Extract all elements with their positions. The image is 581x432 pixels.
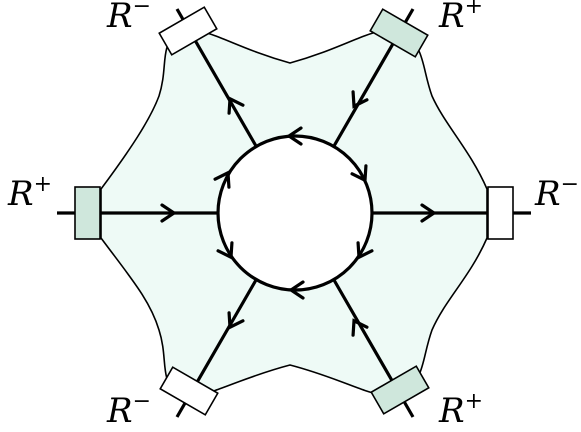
end-boxes [74,6,514,416]
label-bottom-right: R+ [438,389,483,431]
box-bottom-right-plus [370,365,430,415]
box-top-left-minus [158,6,218,56]
label-bottom-left: R− [106,389,151,431]
box-left-plus [74,186,101,240]
label-right: R− [534,172,579,214]
label-top-right: R+ [438,0,483,36]
label-top-left: R− [106,0,151,36]
box-right-minus [487,186,514,240]
label-left: R+ [7,172,52,214]
inner-circle [216,134,374,292]
box-top-right-plus [369,8,429,58]
box-bottom-left-minus [159,366,219,416]
